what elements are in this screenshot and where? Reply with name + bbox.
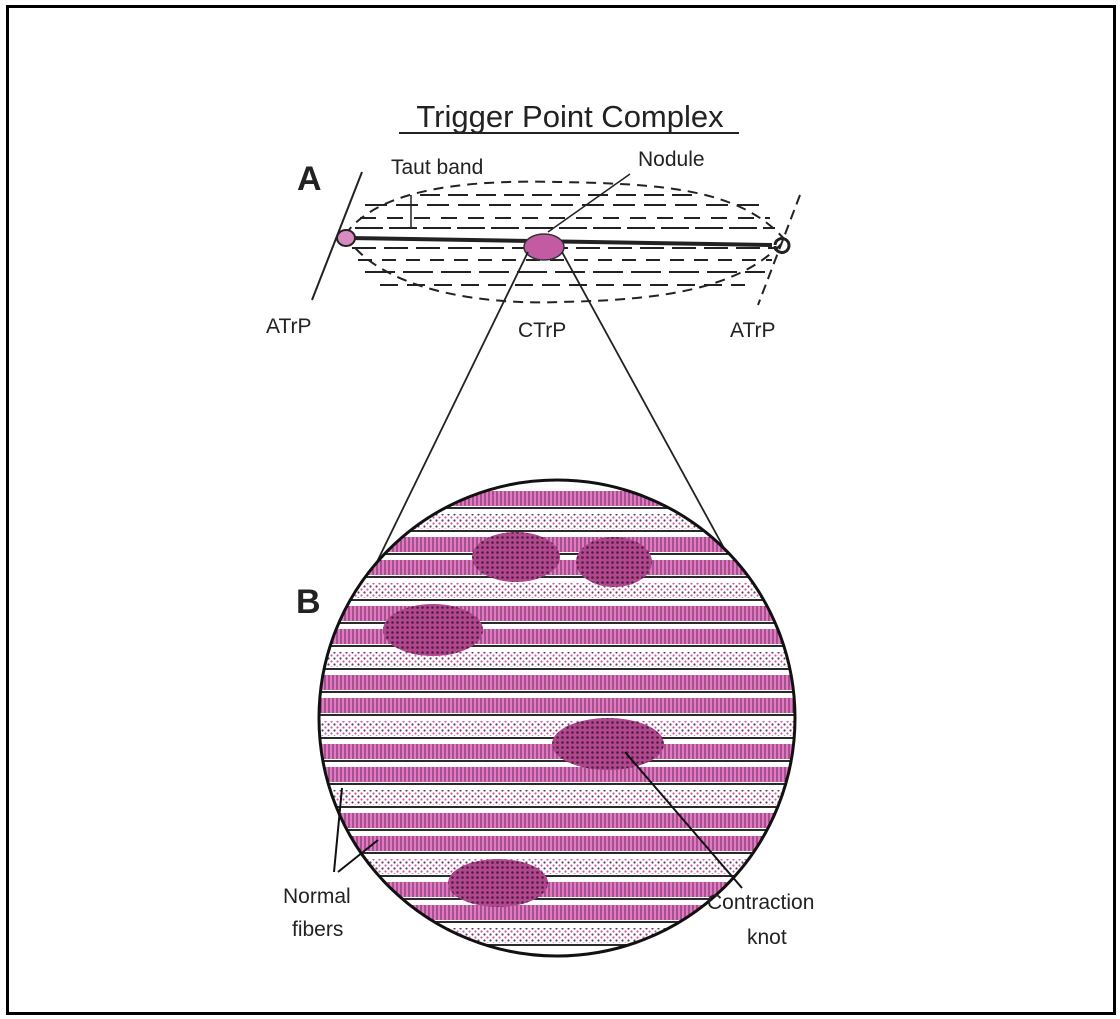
contraction-knot <box>576 537 652 587</box>
muscle-fiber-row <box>310 767 810 782</box>
fascia-right <box>758 195 800 305</box>
muscle-fiber-row <box>310 583 810 598</box>
ctrp-label: CTrP <box>518 319 566 342</box>
contraction-knot <box>448 859 548 907</box>
muscle-fiber-row <box>310 813 810 828</box>
ctrp-nodule <box>524 234 564 260</box>
contraction-knot <box>383 604 483 656</box>
taut-band-label: Taut band <box>391 156 483 179</box>
contraction-knot-label-line2: knot <box>747 926 787 949</box>
muscle-fiber-row <box>310 606 810 621</box>
normal-fibers-label-line1: Normal <box>283 885 351 908</box>
muscle-fiber-row <box>310 491 810 506</box>
contraction-knot <box>552 718 664 770</box>
diagram-title: Trigger Point Complex <box>416 99 724 134</box>
muscle-fiber-row <box>310 514 810 529</box>
muscle-fiber-row <box>310 652 810 667</box>
nodule-label: Nodule <box>638 148 705 171</box>
contraction-knot <box>472 532 560 582</box>
muscle-fiber-row <box>310 675 810 690</box>
muscle-fiber-row <box>310 928 810 943</box>
atrp-left-marker <box>337 230 355 246</box>
muscle-fiber-row <box>310 859 810 874</box>
muscle-fiber-row <box>310 698 810 713</box>
atrp-left-label: ATrP <box>266 315 312 338</box>
muscle-fiber-row <box>310 836 810 851</box>
panel-label-a: A <box>297 160 322 198</box>
panel-label-b: B <box>296 583 321 621</box>
contraction-knot-label-line1: Contraction <box>707 891 814 914</box>
muscle-fiber-row <box>310 790 810 805</box>
atrp-right-label: ATrP <box>730 319 776 342</box>
normal-fibers-label-line2: fibers <box>292 918 343 941</box>
